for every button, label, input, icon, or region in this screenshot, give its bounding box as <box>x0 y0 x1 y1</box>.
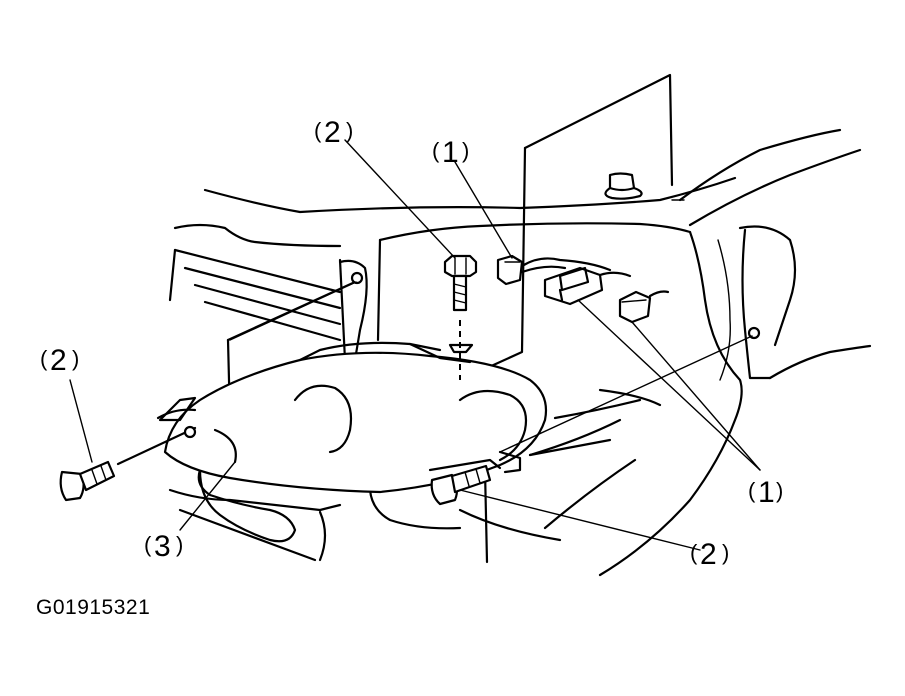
connector-middle <box>543 266 632 306</box>
svg-text:(: ( <box>40 346 48 371</box>
callout-2-left-number: 2 <box>50 344 67 377</box>
callout-1-bottom: ( 1 ) <box>748 476 783 509</box>
callout-2-bottom-number: 2 <box>700 538 717 571</box>
mount-hole-left <box>350 271 364 285</box>
callout-1-top-number: 1 <box>442 136 459 169</box>
callout-2-top: ( 2 ) <box>314 116 353 149</box>
svg-text:): ) <box>346 118 353 143</box>
callout-1-top: ( 1 ) <box>432 136 469 169</box>
svg-text:(: ( <box>432 138 440 163</box>
bolt-top <box>443 254 478 380</box>
svg-text:): ) <box>176 532 183 557</box>
figure-code: G01915321 <box>36 596 151 619</box>
svg-text:(: ( <box>748 478 756 503</box>
svg-text:(: ( <box>690 540 698 565</box>
callout-2-top-number: 2 <box>324 116 341 149</box>
svg-text:): ) <box>722 540 729 565</box>
vehicle-body-outline <box>168 128 872 577</box>
callout-3-number: 3 <box>154 530 171 563</box>
svg-text:(: ( <box>144 532 152 557</box>
bolt-left <box>59 425 197 502</box>
callout-1-bottom-number: 1 <box>758 476 775 509</box>
callout-3: ( 3 ) <box>144 530 183 563</box>
svg-text:(: ( <box>314 118 322 143</box>
headlamp-assembly <box>156 341 548 494</box>
svg-text:): ) <box>72 346 79 371</box>
connector-right <box>618 290 670 324</box>
leader-lines <box>69 139 761 551</box>
svg-text:): ) <box>776 478 783 503</box>
callout-2-left: ( 2 ) <box>40 344 79 377</box>
svg-text:): ) <box>462 138 469 163</box>
bolt-bottom <box>430 464 492 506</box>
connector-top <box>496 254 612 286</box>
callout-2-bottom: ( 2 ) <box>690 538 729 571</box>
